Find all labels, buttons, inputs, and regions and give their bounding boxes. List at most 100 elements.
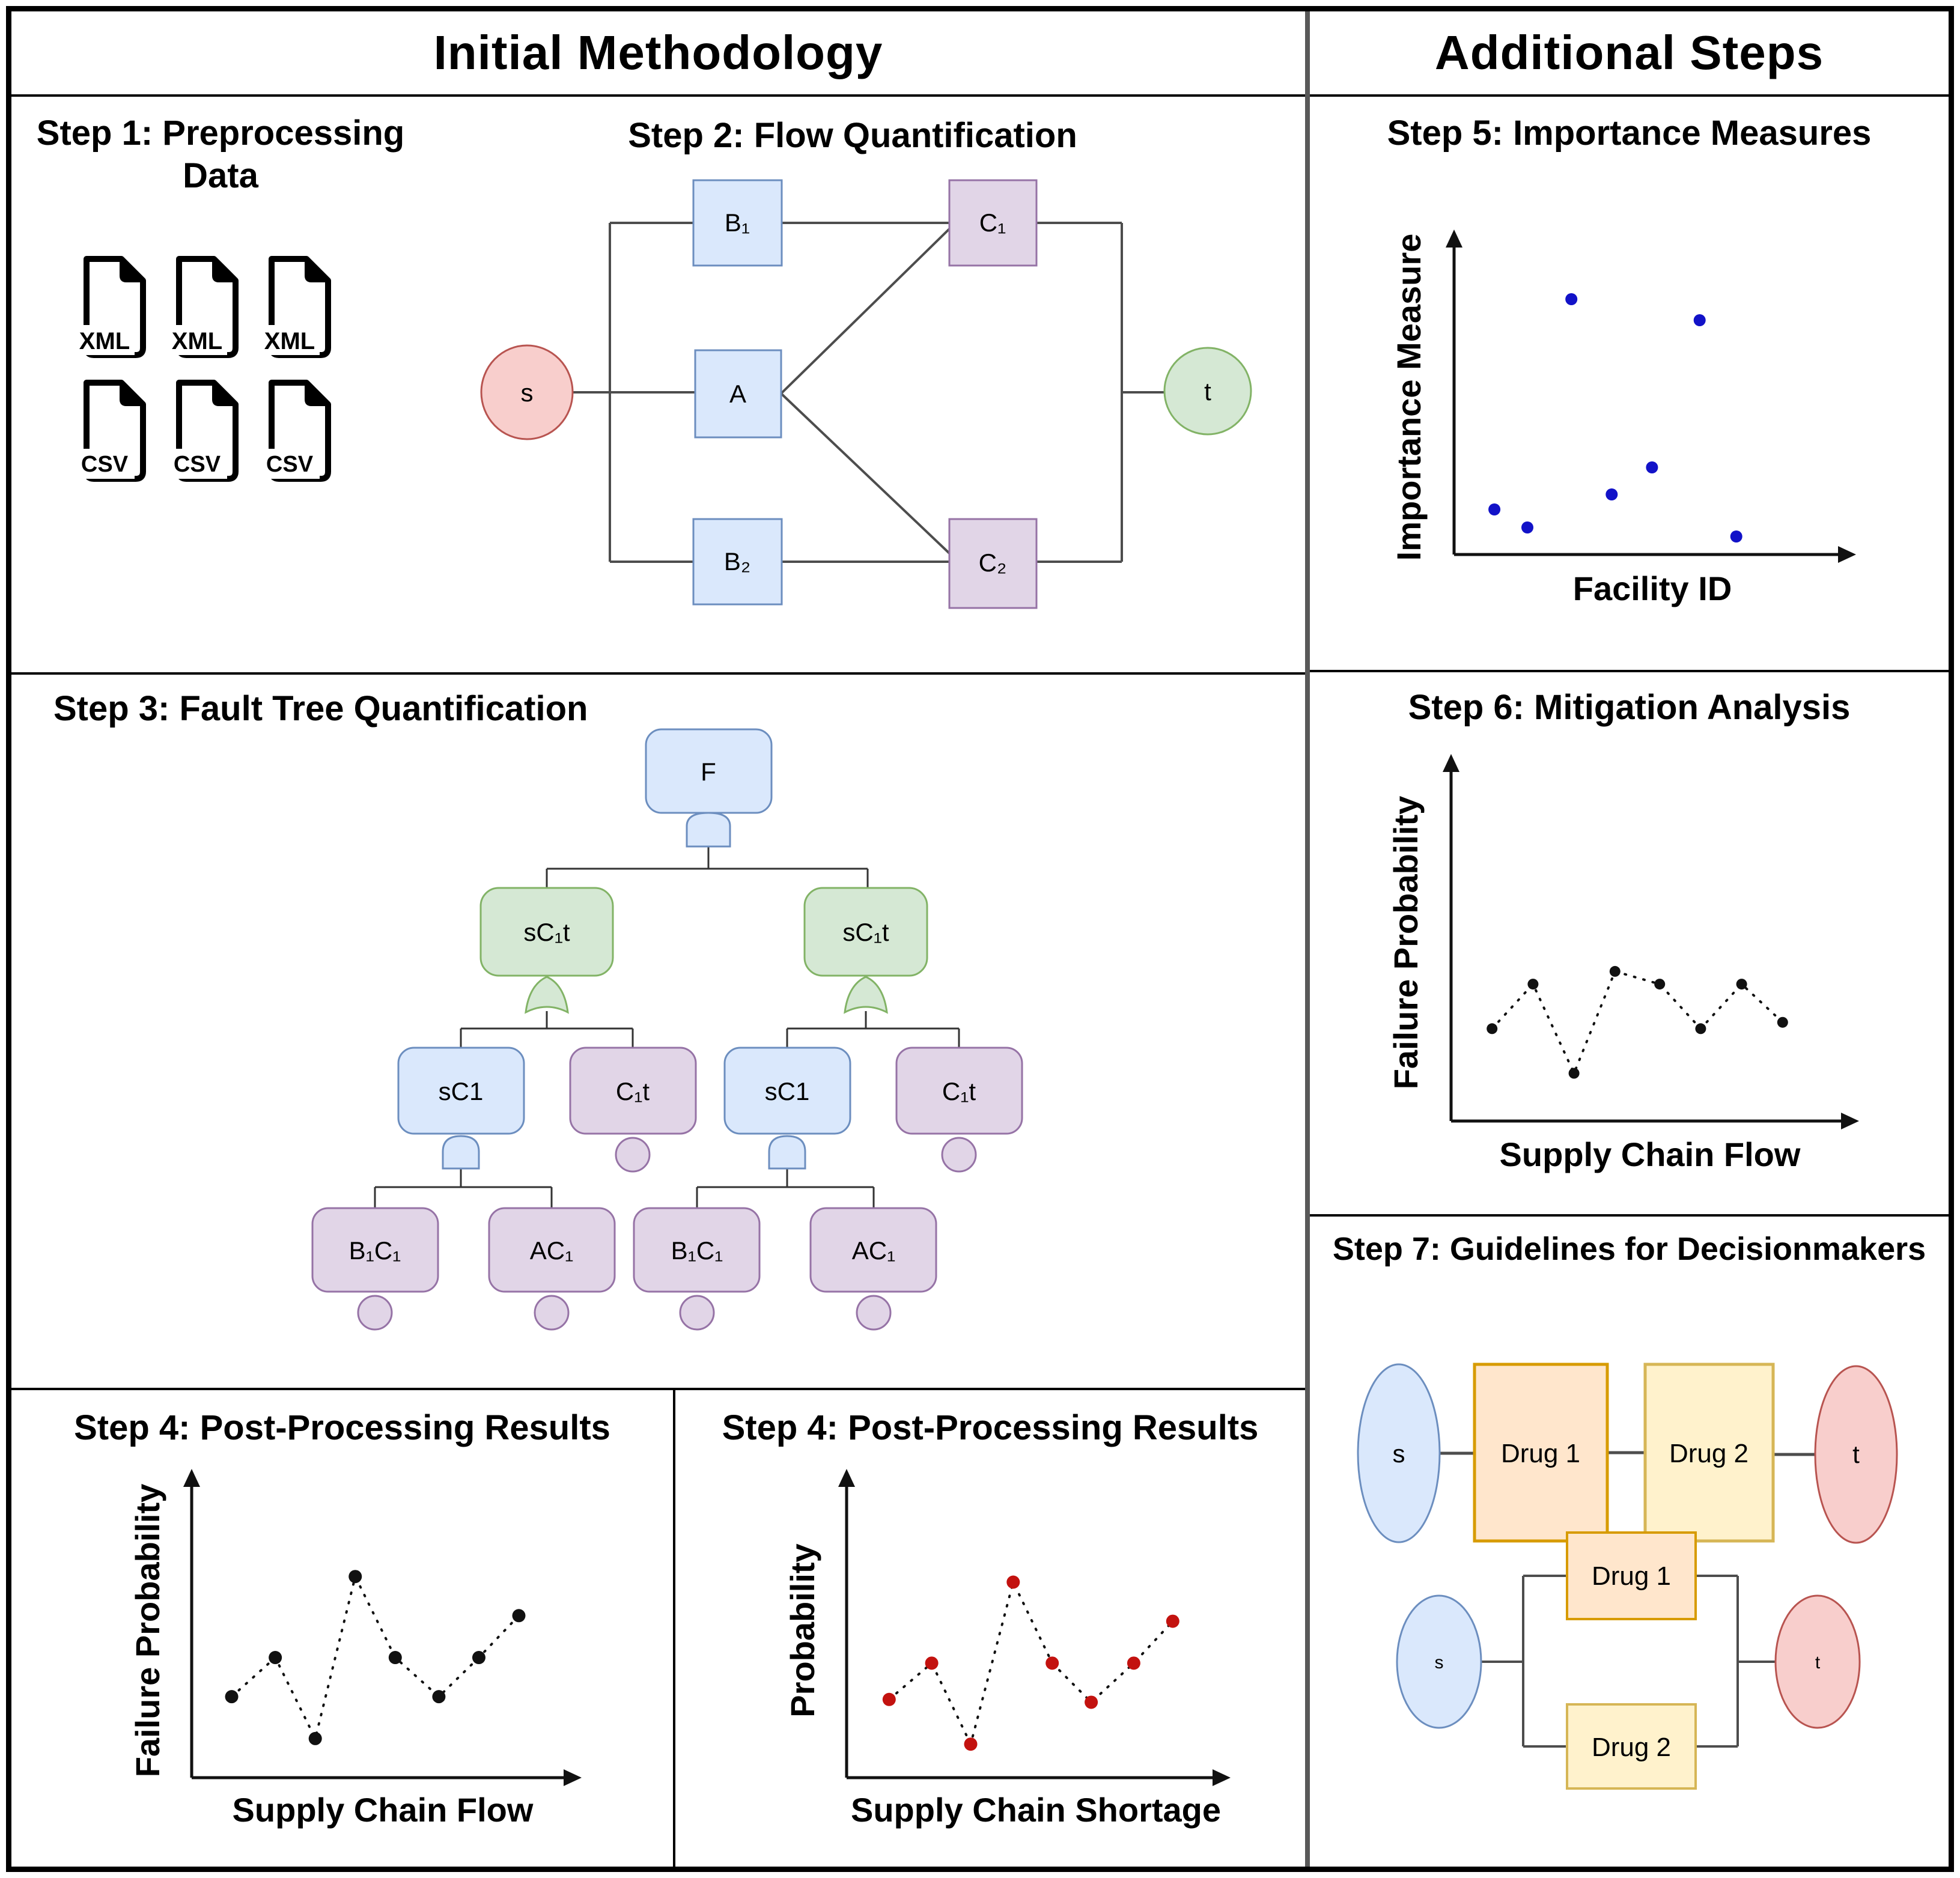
ft-leaf-ac1-right bbox=[809, 1207, 937, 1293]
data-point bbox=[1605, 488, 1618, 500]
y-axis-arrow-icon bbox=[838, 1469, 855, 1487]
step5-chart: Importance Measure Facility ID bbox=[1390, 229, 1856, 607]
ft-c1t-right-label: C₁t bbox=[942, 1077, 976, 1105]
divider-left-row1 bbox=[11, 672, 1305, 675]
data-point bbox=[1127, 1656, 1140, 1670]
file-label-plate bbox=[167, 449, 227, 479]
step7-parallel-edges bbox=[1481, 1575, 1776, 1748]
file-fold bbox=[305, 257, 330, 282]
parallel-s-label: s bbox=[1435, 1653, 1444, 1673]
data-point bbox=[432, 1690, 446, 1704]
parallel-t-label: t bbox=[1815, 1653, 1821, 1673]
ft-leaf-ac1-left bbox=[488, 1207, 616, 1293]
node-s bbox=[480, 344, 574, 440]
step4-right-title: Step 4: Post-Processing Results bbox=[722, 1408, 1259, 1447]
or-gate-icon bbox=[844, 976, 888, 1014]
step5-series bbox=[1488, 293, 1742, 542]
data-point bbox=[1006, 1575, 1020, 1589]
parallel-node-drug1 bbox=[1566, 1531, 1697, 1620]
basic-event-circle bbox=[679, 1295, 715, 1331]
series-drug2-label: Drug 2 bbox=[1669, 1439, 1748, 1468]
file-label: XML bbox=[79, 328, 130, 354]
node-b1 bbox=[692, 179, 783, 267]
node-a bbox=[694, 349, 782, 439]
or-gate-icon bbox=[525, 976, 569, 1014]
file-label: CSV bbox=[266, 452, 314, 477]
basic-event-circle bbox=[615, 1137, 651, 1173]
y-axis-label: Importance Measure bbox=[1390, 234, 1428, 561]
divider-step4-panels bbox=[673, 1388, 675, 1867]
panel-step1-step2: Step 1: Preprocessing Data XML XML XML C… bbox=[11, 97, 1305, 672]
x-axis-arrow-icon bbox=[1838, 546, 1856, 563]
series-node-s bbox=[1357, 1363, 1441, 1543]
file-icon-csv-2: CSV bbox=[167, 380, 239, 482]
step4-left-chart: Failure Probability Supply Chain Flow bbox=[129, 1469, 582, 1829]
file-label-plate bbox=[167, 325, 227, 355]
node-s-label: s bbox=[521, 378, 534, 407]
step7-series-edges bbox=[1440, 1451, 1815, 1456]
node-c1 bbox=[948, 179, 1038, 267]
divider-columns bbox=[1305, 11, 1310, 1867]
file-icon-csv-3: CSV bbox=[260, 380, 331, 482]
divider-header bbox=[11, 94, 1949, 97]
file-fold bbox=[212, 257, 237, 282]
data-point bbox=[269, 1651, 282, 1665]
step7-title: Step 7: Guidelines for Decisionmakers bbox=[1332, 1231, 1926, 1267]
series-drug1-label: Drug 1 bbox=[1501, 1439, 1580, 1468]
file-label: XML bbox=[172, 328, 222, 354]
data-point bbox=[388, 1651, 402, 1665]
step4-left-title: Step 4: Post-Processing Results bbox=[74, 1408, 610, 1447]
node-c2 bbox=[948, 518, 1038, 609]
basic-event-circle bbox=[534, 1295, 570, 1331]
data-point bbox=[1695, 1023, 1706, 1035]
step2-edges bbox=[573, 222, 1164, 563]
data-point bbox=[225, 1690, 239, 1704]
header-initial-methodology: Initial Methodology bbox=[433, 26, 883, 79]
data-point bbox=[925, 1656, 939, 1670]
divider-right-row2 bbox=[1310, 1214, 1949, 1217]
file-fold bbox=[212, 381, 237, 406]
ft-node-c1t-left bbox=[569, 1047, 697, 1135]
and-gate-icon bbox=[442, 1135, 480, 1170]
panel-step3: Step 3: Fault Tree Quantification bbox=[11, 675, 1305, 1388]
node-b2-label: B₂ bbox=[724, 547, 750, 576]
data-point bbox=[882, 1692, 896, 1706]
file-fold bbox=[305, 381, 330, 406]
data-point bbox=[1166, 1614, 1179, 1628]
step6-chart: Failure Probability Supply Chain Flow bbox=[1387, 754, 1859, 1173]
and-gate-icon bbox=[768, 1135, 806, 1170]
parallel-node-t bbox=[1774, 1594, 1861, 1729]
ft-top-label: F bbox=[701, 758, 716, 786]
data-point bbox=[1568, 1068, 1580, 1079]
file-label: CSV bbox=[81, 452, 129, 477]
file-icon-xml-2: XML bbox=[167, 256, 239, 358]
step6-series bbox=[1487, 965, 1788, 1079]
x-axis-label: Facility ID bbox=[1573, 570, 1732, 607]
panel-step6: Step 6: Mitigation Analysis Failure Prob… bbox=[1310, 672, 1949, 1214]
series-node-t bbox=[1814, 1365, 1898, 1544]
divider-left-row2 bbox=[11, 1388, 1305, 1390]
ft-or-right-label: sC₁t bbox=[842, 918, 889, 946]
step1-title: Step 1: Preprocessing Data bbox=[36, 114, 405, 195]
file-label-plate bbox=[260, 325, 320, 355]
y-axis-arrow-icon bbox=[1446, 229, 1462, 248]
data-point bbox=[1085, 1695, 1098, 1709]
data-point bbox=[348, 1570, 362, 1584]
data-point bbox=[308, 1731, 322, 1745]
node-a-label: A bbox=[729, 380, 746, 408]
data-point bbox=[512, 1609, 526, 1623]
series-node-drug2 bbox=[1643, 1363, 1775, 1543]
node-t-label: t bbox=[1204, 377, 1211, 406]
file-icon-xml-1: XML bbox=[75, 256, 146, 358]
file-icon-xml-3: XML bbox=[260, 256, 331, 358]
header-additional-steps: Additional Steps bbox=[1434, 26, 1824, 79]
and-gate-icon bbox=[686, 812, 731, 848]
ft-or-left-label: sC₁t bbox=[523, 918, 570, 946]
basic-event-circle bbox=[941, 1137, 977, 1173]
parallel-drug1-label: Drug 1 bbox=[1592, 1561, 1671, 1591]
y-axis-label: Probability bbox=[784, 1543, 821, 1717]
dotted-trend-line bbox=[1491, 970, 1784, 1077]
fault-tree-connectors bbox=[374, 846, 960, 1208]
data-point bbox=[1487, 1023, 1498, 1035]
data-point bbox=[1521, 521, 1533, 533]
